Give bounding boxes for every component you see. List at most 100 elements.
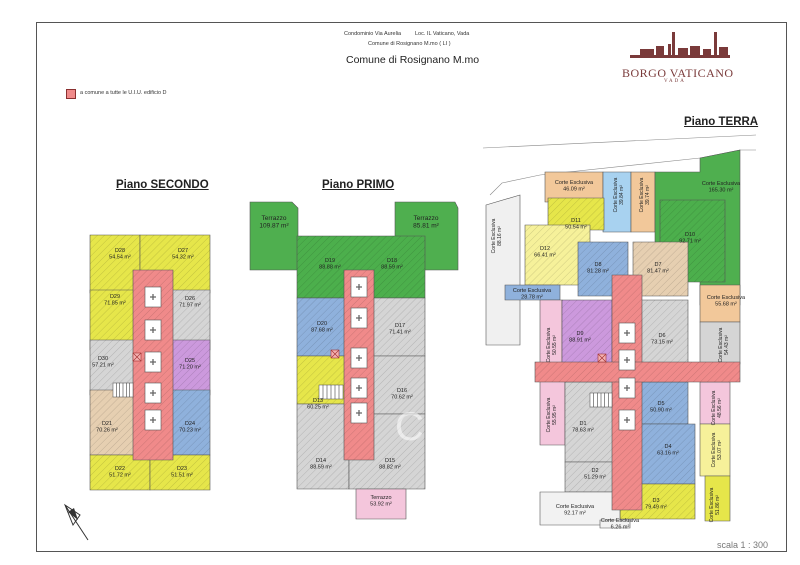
svg-text:D2: D2 bbox=[591, 468, 598, 474]
svg-text:88.59 m²: 88.59 m² bbox=[381, 265, 403, 271]
svg-text:Terrazzo: Terrazzo bbox=[370, 495, 391, 501]
svg-text:88.59 m²: 88.59 m² bbox=[310, 465, 332, 471]
boundary-line bbox=[482, 134, 757, 149]
svg-text:28.78 m²: 28.78 m² bbox=[521, 295, 543, 301]
svg-text:Corte Esclusiva: Corte Esclusiva bbox=[491, 218, 497, 253]
svg-text:53.07 m²: 53.07 m² bbox=[717, 440, 723, 460]
svg-text:6.26 m²: 6.26 m² bbox=[611, 525, 630, 531]
bathroom-icon-t2 bbox=[618, 377, 636, 399]
svg-text:D9: D9 bbox=[576, 331, 583, 337]
svg-text:51.72 m²: 51.72 m² bbox=[109, 473, 131, 479]
svg-text:88.16 m²: 88.16 m² bbox=[497, 226, 503, 246]
svg-text:73.15 m²: 73.15 m² bbox=[651, 340, 673, 346]
svg-text:39.84 m²: 39.84 m² bbox=[619, 185, 625, 205]
bathroom-icon-p1 bbox=[350, 307, 368, 329]
svg-text:D22: D22 bbox=[115, 466, 125, 472]
svg-text:Corte Esclusiva: Corte Esclusiva bbox=[556, 504, 595, 510]
svg-text:88.82 m²: 88.82 m² bbox=[379, 465, 401, 471]
svg-text:Corte Esclusiva: Corte Esclusiva bbox=[718, 327, 724, 362]
svg-text:92.71 m²: 92.71 m² bbox=[679, 239, 701, 245]
bathroom-icon-p4 bbox=[350, 402, 368, 424]
svg-text:50.55 m²: 50.55 m² bbox=[552, 335, 558, 355]
unit-d7 bbox=[632, 241, 689, 297]
svg-text:D19: D19 bbox=[325, 258, 335, 264]
terrace-bottom bbox=[355, 488, 407, 520]
svg-text:71.97 m²: 71.97 m² bbox=[179, 303, 201, 309]
bathroom-icon-s4 bbox=[144, 409, 162, 431]
svg-text:63.16 m²: 63.16 m² bbox=[657, 451, 679, 457]
svg-text:50.90 m²: 50.90 m² bbox=[650, 408, 672, 414]
svg-text:Corte Esclusiva: Corte Esclusiva bbox=[709, 487, 715, 522]
svg-text:Corte Esclusiva: Corte Esclusiva bbox=[601, 518, 640, 524]
svg-text:D27: D27 bbox=[178, 248, 188, 254]
plan-title-secondo: Piano SECONDO bbox=[116, 179, 209, 191]
stairs-secondo bbox=[112, 382, 134, 398]
svg-text:109.87 m²: 109.87 m² bbox=[259, 223, 289, 230]
svg-text:54.32 m²: 54.32 m² bbox=[172, 255, 194, 261]
unit-d6 bbox=[637, 299, 689, 371]
svg-text:D8: D8 bbox=[594, 262, 601, 268]
svg-text:D29: D29 bbox=[110, 294, 120, 300]
svg-text:D25: D25 bbox=[185, 358, 195, 364]
unit-d5 bbox=[637, 381, 689, 425]
svg-text:D7: D7 bbox=[654, 262, 661, 268]
bathroom-icon-t1 bbox=[618, 349, 636, 371]
unit-d28 bbox=[89, 234, 141, 294]
page-title: Comune di Rosignano M.mo bbox=[346, 54, 480, 66]
svg-text:92.17 m²: 92.17 m² bbox=[564, 511, 586, 517]
svg-text:D5: D5 bbox=[657, 401, 664, 407]
svg-text:D3: D3 bbox=[652, 498, 659, 504]
common-terra-horizontal bbox=[534, 361, 741, 383]
svg-text:D1: D1 bbox=[579, 421, 586, 427]
svg-text:Corte Esclusiva: Corte Esclusiva bbox=[546, 327, 552, 362]
drawing-frame bbox=[36, 22, 787, 552]
svg-text:D14: D14 bbox=[316, 458, 326, 464]
svg-text:70.62 m²: 70.62 m² bbox=[391, 395, 413, 401]
svg-text:D4: D4 bbox=[664, 444, 671, 450]
svg-text:D13: D13 bbox=[313, 398, 323, 404]
svg-text:55.68 m²: 55.68 m² bbox=[715, 302, 737, 308]
svg-text:165.30 m²: 165.30 m² bbox=[709, 188, 734, 194]
unit-d24 bbox=[169, 389, 211, 456]
elevator-secondo bbox=[132, 352, 142, 362]
bathroom-icon-t0 bbox=[618, 322, 636, 344]
svg-text:70.26 m²: 70.26 m² bbox=[96, 428, 118, 434]
plan-title-terra: Piano TERRA bbox=[684, 116, 759, 128]
svg-text:D24: D24 bbox=[185, 421, 195, 427]
bathroom-icon-p0 bbox=[350, 276, 368, 298]
unit-d4 bbox=[639, 423, 696, 485]
svg-text:79.49 m²: 79.49 m² bbox=[645, 505, 667, 511]
svg-text:D15: D15 bbox=[385, 458, 395, 464]
elevator-terra bbox=[597, 353, 607, 363]
svg-text:66.41 m²: 66.41 m² bbox=[534, 253, 556, 259]
unit-d30 bbox=[89, 339, 141, 396]
elevator-primo bbox=[330, 349, 340, 359]
bathroom-icon-s3 bbox=[144, 382, 162, 404]
